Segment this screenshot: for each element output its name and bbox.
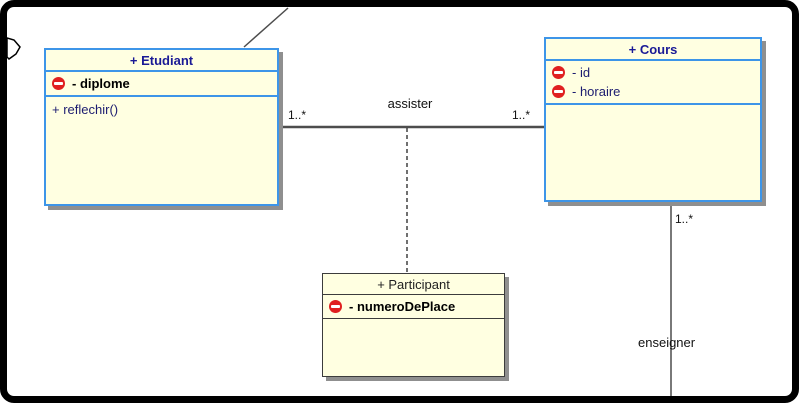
attribute-label: - id — [572, 65, 591, 80]
attribute-id[interactable]: - id — [546, 63, 760, 82]
connector-layer — [7, 7, 672, 396]
attribute-horaire[interactable]: - horaire — [546, 82, 760, 101]
private-visibility-icon — [552, 66, 565, 79]
class-etudiant-title[interactable]: + Etudiant — [46, 50, 277, 72]
class-participant-operations-compartment[interactable] — [323, 319, 504, 376]
class-participant[interactable]: + Participant - numeroDePlace — [322, 273, 505, 377]
private-visibility-icon — [552, 85, 565, 98]
attribute-diplome[interactable]: - diplome — [46, 74, 277, 93]
attribute-label: - horaire — [572, 84, 621, 99]
attribute-numerodeplace[interactable]: - numeroDePlace — [323, 297, 504, 316]
class-cours[interactable]: + Cours - id - horaire — [544, 37, 762, 202]
class-cours-title[interactable]: + Cours — [546, 39, 760, 61]
class-participant-title[interactable]: + Participant — [323, 274, 504, 295]
class-cours-operations-compartment[interactable] — [546, 105, 760, 200]
class-etudiant[interactable]: + Etudiant - diplome + reflechir() — [44, 48, 279, 206]
operation-label: + reflechir() — [52, 102, 119, 117]
attribute-label: - diplome — [72, 76, 130, 91]
assister-mult-target[interactable]: 1..* — [512, 108, 531, 122]
attribute-label: - numeroDePlace — [349, 299, 456, 314]
assister-mult-source[interactable]: 1..* — [288, 108, 307, 122]
assister-label[interactable]: assister — [387, 96, 433, 111]
private-visibility-icon — [329, 300, 342, 313]
enseigner-label[interactable]: enseigner — [638, 335, 696, 350]
private-visibility-icon — [52, 77, 65, 90]
enseigner-mult-source[interactable]: 1..* — [675, 212, 694, 226]
operation-reflechir[interactable]: + reflechir() — [46, 100, 277, 119]
edge-stub-top[interactable] — [243, 7, 289, 48]
frame-pointer-glyph — [7, 37, 21, 60]
